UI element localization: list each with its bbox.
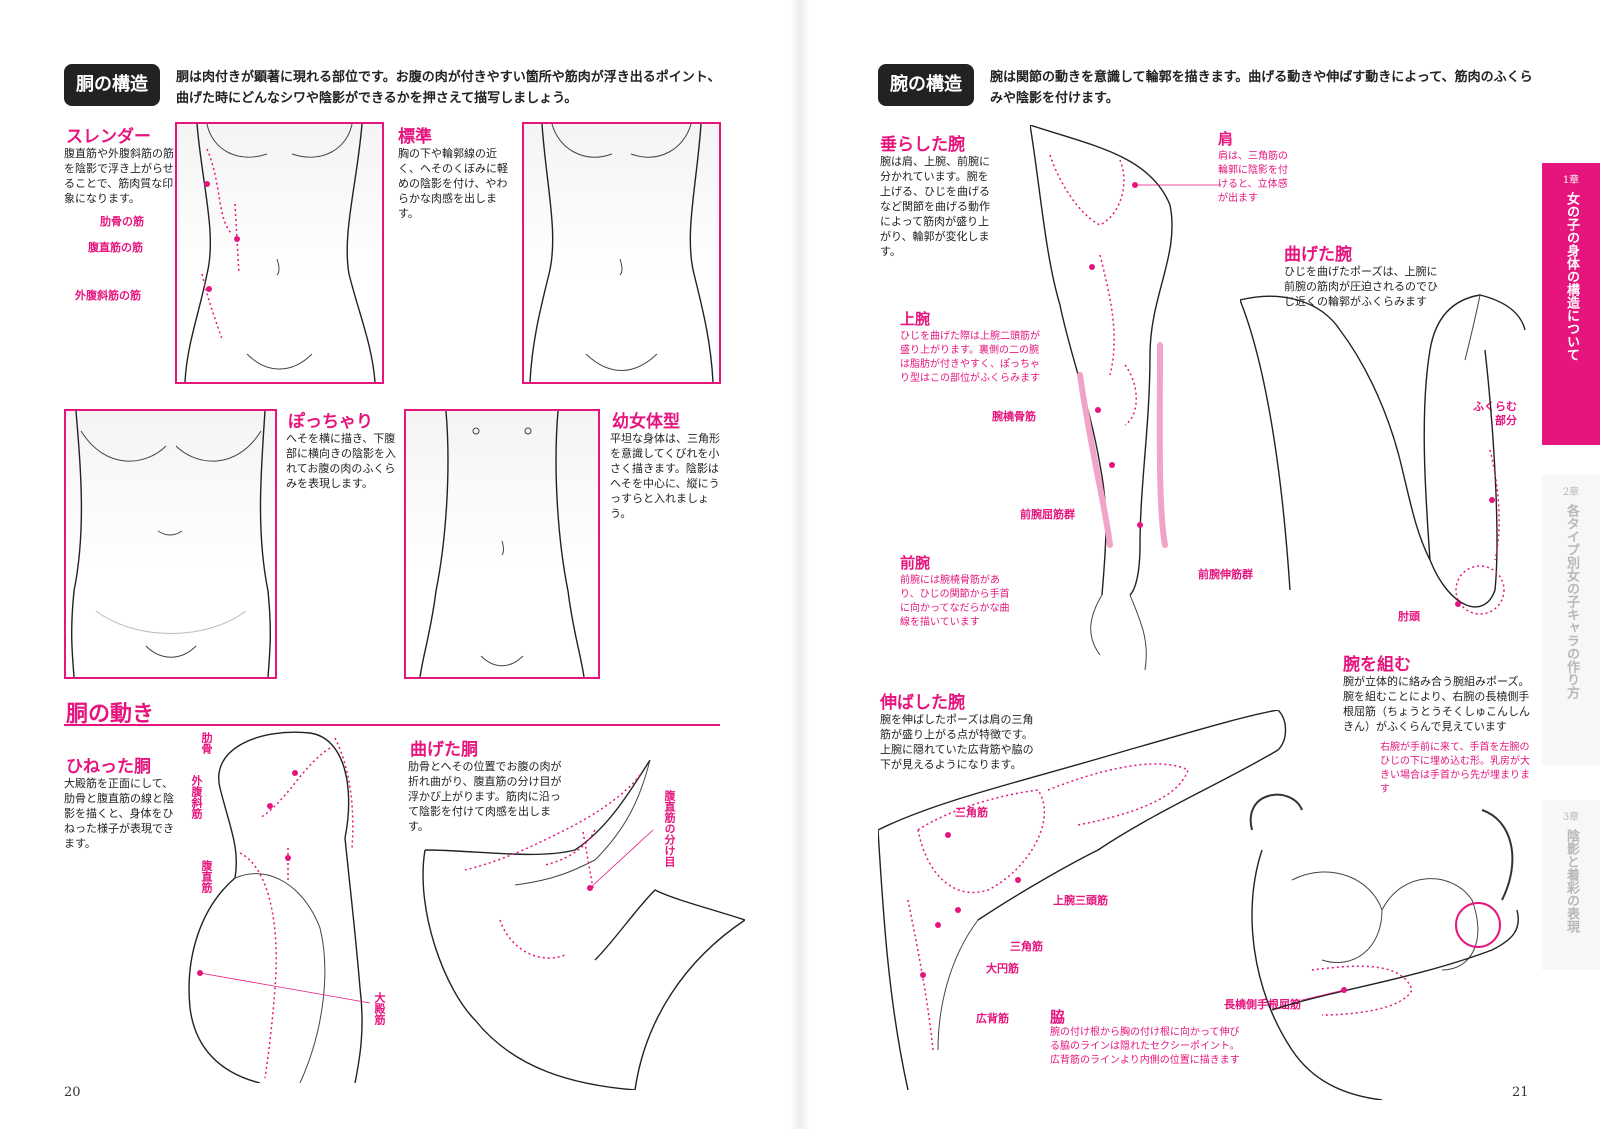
standard-title: 標準 — [398, 127, 432, 147]
twisted-title: ひねった胴 — [66, 757, 151, 777]
chapter-tab-number: 1章 — [1562, 175, 1580, 186]
chapter-tab-3[interactable]: 3章 陰影と着彩の表現 — [1542, 800, 1600, 970]
callout-forearm-extensors: 前腕伸筋群 — [1198, 568, 1253, 581]
callout-deltoid: 三角筋 — [955, 806, 988, 819]
page-number-left: 20 — [64, 1085, 81, 1100]
hanging-arm-figure — [1030, 125, 1220, 671]
chubby-body: へそを横に描き、下腹部に横向きの陰影を入れてお腹の肉のふくらみを表現します。 — [286, 432, 396, 490]
callout-oblique-line: 外腹斜筋の筋 — [75, 289, 141, 302]
callout-olecranon: 肘頭 — [1398, 610, 1420, 623]
intro-line: みや陰影を付けます。 — [990, 91, 1119, 106]
slender-title: スレンダー — [66, 127, 151, 147]
chapter-tab-label: 陰影と着彩の表現 — [1564, 829, 1579, 933]
section-label-torso: 胴の構造 — [64, 64, 160, 106]
chapter-tab-2[interactable]: 2章 各タイプ別女の子キャラの作り方 — [1542, 475, 1600, 765]
extended-arm-figure — [878, 710, 1287, 1090]
extended-arm-body: 腕を伸ばしたポーズは肩の三角筋が盛り上がる点が特徴です。上腕に隠れていた広背筋や… — [880, 713, 1034, 771]
bent-arm-figure — [1240, 294, 1526, 615]
gutter — [790, 0, 810, 1129]
child-torso-figure — [419, 411, 585, 677]
child-torso-frame — [404, 409, 600, 679]
chapter-tab-number: 2章 — [1562, 487, 1580, 498]
page-number-right: 21 — [1512, 1085, 1529, 1100]
callout-rib: 肋骨 — [200, 732, 213, 754]
slender-torso-frame — [175, 122, 384, 384]
crossed-arms-figure — [1249, 793, 1519, 1100]
forearm-title: 前腕 — [900, 554, 931, 572]
intro-line: 胴は肉付きが顕著に現れる部位です。お腹の肉が付きやすい箇所や筋肉が浮き出るポイン… — [176, 70, 721, 85]
callout-bulge-area: ふくらむ部分 — [1473, 400, 1517, 427]
bent-torso-title: 曲げた胴 — [410, 740, 478, 760]
bent-torso-body: 肋骨とへその位置でお腹の肉が折れ曲がり、腹直筋の分け目が浮かび上がります。筋肉に… — [408, 760, 562, 833]
upper-arm-title: 上腕 — [900, 310, 931, 328]
callout-rib-line: 肋骨の筋 — [100, 215, 144, 228]
hanging-arm-body: 腕は肩、上腕、前腕に分かれています。腕を上げる、ひじを曲げるなど関節を曲げる動作… — [880, 155, 990, 258]
chubby-title: ぽっちゃり — [288, 412, 373, 432]
callout-latissimus: 広背筋 — [976, 1012, 1009, 1025]
chapter-tab-number: 3章 — [1562, 812, 1580, 823]
crossed-arms-title: 腕を組む — [1343, 655, 1411, 675]
standard-body: 胸の下や輪郭線の近く、へそのくぼみに軽めの陰影を付け、やわらかな肉感を出します。 — [398, 147, 508, 220]
callout-triceps: 上腕三頭筋 — [1053, 894, 1108, 907]
chapter-tab-label: 女の子の身体の構造について — [1564, 192, 1579, 361]
bent-arm-body: ひじを曲げたポーズは、上腕に前腕の筋肉が圧迫されるのでひじ近くの輪郭がふくらみま… — [1284, 265, 1438, 308]
crossed-arms-note: 右腕が手前に来て、手首を左腕のひじの下に埋め込む形。乳房が大きい場合は手首から先… — [1380, 742, 1530, 795]
child-body: 平坦な身体は、三角形を意識してくびれを小さく描きます。陰影はへそを中心に、縦にう… — [610, 432, 720, 520]
shoulder-title: 肩 — [1218, 130, 1234, 148]
crossed-arms-body: 腕が立体的に絡み合う腕組みポーズ。腕を組むことにより、右腕の長橈側手根屈筋（ちょ… — [1343, 675, 1530, 733]
twisted-torso-figure — [188, 731, 371, 1083]
section-label-arm: 腕の構造 — [878, 64, 974, 106]
chubby-torso-figure — [70, 411, 272, 677]
slender-body: 腹直筋や外腹斜筋の筋を陰影で浮き上がらせることで、筋肉質な印象になります。 — [64, 147, 174, 205]
shoulder-body: 肩は、三角筋の輪郭に陰影を付けると、立体感が出ます — [1218, 151, 1288, 204]
intro-text: 腕は関節の動きを意識して輪郭を描きます。曲げる動きや伸ばす動きによって、筋肉のふ… — [990, 67, 1535, 109]
callout-deltoid-rear: 三角筋 — [1010, 940, 1043, 953]
callout-rectus: 腹直筋 — [200, 860, 213, 893]
armpit-title: 脇 — [1050, 1008, 1066, 1026]
callout-gluteus: 大殿筋 — [373, 992, 386, 1025]
hanging-arm-title: 垂らした腕 — [880, 135, 965, 155]
chapter-tab-label: 各タイプ別女の子キャラの作り方 — [1564, 504, 1579, 699]
bent-arm-title: 曲げた腕 — [1284, 245, 1352, 265]
movement-section-title: 胴の動き — [66, 701, 155, 727]
intro-line: 曲げた時にどんなシワや陰影ができるかを押さえて描写しましょう。 — [176, 91, 578, 106]
upper-arm-body: ひじを曲げた際は上腕二頭筋が盛り上がります。裏側の二の腕は脂肪が付きやすく、ぽっ… — [900, 331, 1040, 384]
callout-rectus-division: 腹直筋の分け目 — [663, 790, 676, 867]
callout-brachioradialis: 腕橈骨筋 — [992, 410, 1036, 423]
callout-oblique: 外腹斜筋 — [190, 775, 203, 819]
intro-line: 腕は関節の動きを意識して輪郭を描きます。曲げる動きや伸ばす動きによって、筋肉のふ… — [990, 70, 1533, 85]
extended-arm-title: 伸ばした腕 — [880, 693, 965, 713]
intro-text: 胴は肉付きが顕著に現れる部位です。お腹の肉が付きやすい箇所や筋肉が浮き出るポイン… — [176, 67, 736, 109]
standard-torso-figure — [529, 124, 714, 382]
callout-rectus-line: 腹直筋の筋 — [88, 241, 143, 254]
twisted-body: 大殿筋を正面にして、肋骨と腹直筋の線と陰影を描くと、身体をひねった様子が表現でき… — [64, 777, 174, 850]
chapter-tab-1[interactable]: 1章 女の子の身体の構造について — [1542, 163, 1600, 445]
chubby-torso-frame — [64, 409, 277, 679]
armpit-body: 腕の付け根から胸の付け根に向かって伸びる脇のラインは隠れたセクシーポイント。広背… — [1050, 1027, 1240, 1066]
callout-extensor-carpi: 長橈側手根屈筋 — [1224, 998, 1301, 1011]
forearm-body: 前腕には腕橈骨筋があり、ひじの関節から手首に向かってなだらかな曲線を描いています — [900, 575, 1010, 628]
standard-torso-frame — [522, 122, 721, 384]
callout-forearm-flexors: 前腕屈筋群 — [1020, 508, 1075, 521]
callout-teres-major: 大円筋 — [986, 962, 1019, 975]
child-title: 幼女体型 — [612, 412, 680, 432]
bent-torso-figure — [422, 760, 745, 1090]
section-rule — [64, 724, 720, 726]
slender-torso-figure — [184, 124, 376, 382]
